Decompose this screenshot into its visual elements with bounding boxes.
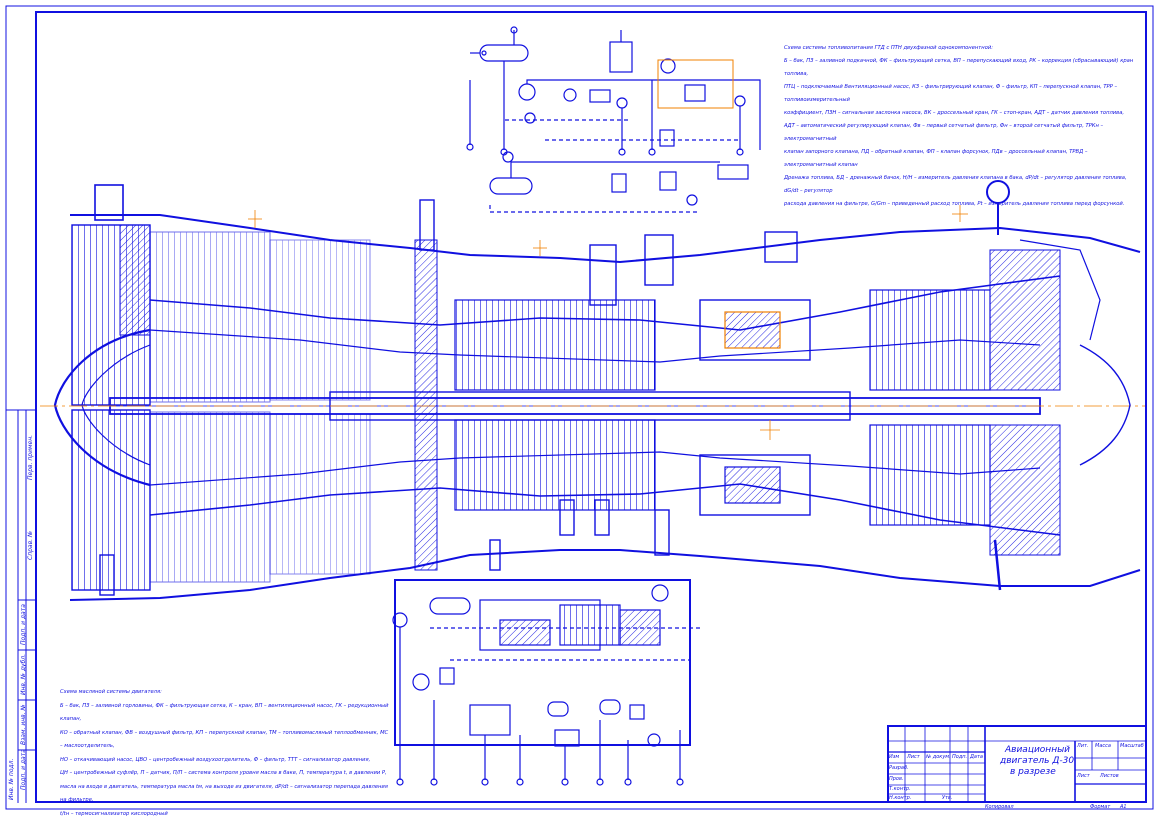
drawing-title-line3: в разрезе [1010,767,1056,777]
col-list: Лист [907,754,920,760]
copied-label: Копировал [985,804,1014,810]
sidebar-item-sprav-nomer: Справ. № [27,530,34,560]
mass-label: Масса [1095,743,1111,749]
row-utv: Утв. [942,795,953,801]
oil-system-schematic [392,579,700,786]
row-nkontr: Н.контр. [889,795,912,801]
fuel-system-schematic [466,26,761,213]
row-check: Пров. [889,776,904,782]
drawing-frame [5,5,1154,810]
lit-label: Лит. [1077,743,1089,749]
format-value: А1 [1120,804,1127,810]
row-dev: Разраб. [889,765,909,771]
title-block-grid [887,725,1147,803]
engine-cross-section [40,180,1145,601]
sidebar-item-inv-dubl: Инв. № дубл. [20,653,27,695]
drawing-title-line1: Авиационный [1005,745,1071,755]
col-doc: № докум. [926,754,951,760]
col-date: Дата [970,754,983,760]
sheet-label: Лист [1077,773,1090,779]
scale-label: Масштаб [1120,743,1144,749]
oil-system-legend: Схема масляной системы двигателя: Б – ба… [60,689,389,817]
fuel-system-legend: Схема системы топливопитания ГТД с ПТН д… [784,45,1134,207]
row-tkontr: Т.контр. [889,786,911,792]
sidebar-item-podp-data-1: Подп. и дата [20,604,27,645]
sidebar-item-inv-podl: Инв. № подл. [8,758,15,800]
sheets-label: Листов [1100,773,1119,779]
col-sign: Подп. [952,754,968,760]
drawing-title-line2: двигатель Д-30 [1000,756,1075,766]
sidebar-item-podp-data-2: Подп. и дата [20,749,27,790]
sidebar-item-perv-primen: Перв. примен. [27,434,34,480]
col-izm: Изм [889,754,900,760]
sidebar-item-vzam-inv: Взам. инв. № [20,704,27,745]
format-label: Формат [1090,804,1111,810]
